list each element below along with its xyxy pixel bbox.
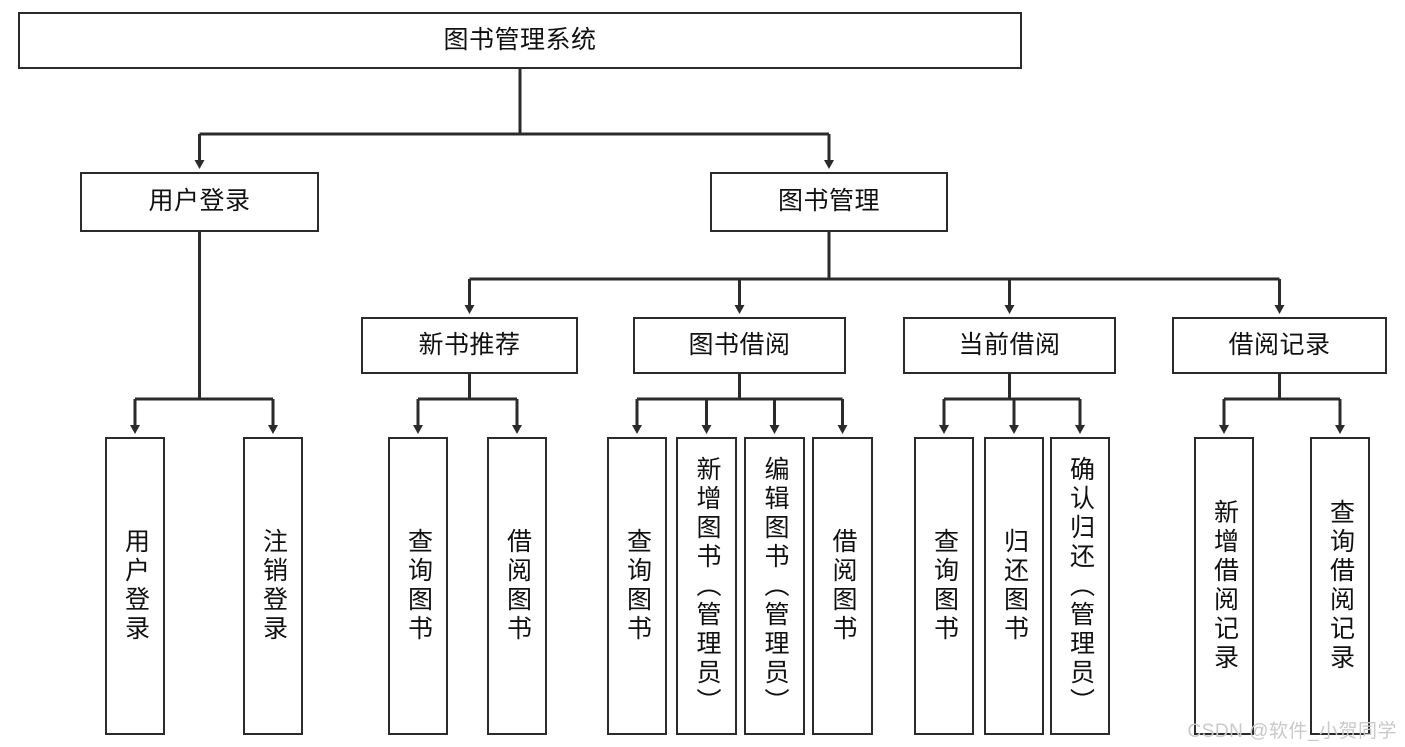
node-user-login[interactable]: 用户登录 — [80, 172, 319, 232]
node-borrow-record[interactable]: 借阅记录 — [1172, 317, 1387, 374]
node-leaf-7[interactable]: 编辑图书（管理员） — [744, 437, 805, 735]
node-label: 注销登录 — [259, 528, 288, 644]
node-label: 图书管理系统 — [443, 25, 597, 54]
node-label: 图书管理 — [777, 187, 880, 216]
node-label: 用户登录 — [148, 187, 251, 216]
node-label: 新增借阅记录 — [1210, 499, 1239, 673]
watermark: CSDN @软件_小贺同学 — [1187, 721, 1397, 742]
node-label: 新书推荐 — [418, 330, 521, 359]
node-leaf-12[interactable]: 新增借阅记录 — [1194, 437, 1254, 735]
node-label: 查询图书 — [930, 528, 959, 644]
node-leaf-5[interactable]: 查询图书 — [607, 437, 667, 735]
node-leaf-6[interactable]: 新增图书（管理员） — [676, 437, 737, 735]
node-leaf-11[interactable]: 确认归还（管理员） — [1050, 437, 1110, 735]
node-book-borrow[interactable]: 图书借阅 — [633, 317, 846, 374]
node-label: 确认归还（管理员） — [1066, 455, 1095, 717]
node-label: 新增图书（管理员） — [693, 455, 721, 717]
node-leaf-3[interactable]: 查询图书 — [388, 437, 448, 735]
node-current-borrow[interactable]: 当前借阅 — [903, 317, 1116, 374]
node-label: 借阅图书 — [503, 528, 532, 644]
node-book-manage[interactable]: 图书管理 — [710, 172, 948, 232]
node-label: 图书借阅 — [688, 330, 791, 359]
node-label: 归还图书 — [1000, 528, 1029, 644]
node-label: 用户登录 — [121, 528, 150, 644]
node-root[interactable]: 图书管理系统 — [18, 12, 1022, 69]
node-leaf-1[interactable]: 用户登录 — [105, 437, 165, 735]
node-label: 查询图书 — [623, 528, 652, 644]
node-leaf-8[interactable]: 借阅图书 — [812, 437, 873, 735]
node-label: 查询图书 — [404, 528, 433, 644]
node-leaf-9[interactable]: 查询图书 — [914, 437, 974, 735]
node-label: 查询借阅记录 — [1326, 499, 1355, 673]
node-new-book-rec[interactable]: 新书推荐 — [361, 317, 578, 374]
node-label: 编辑图书（管理员） — [761, 455, 789, 717]
node-leaf-10[interactable]: 归还图书 — [984, 437, 1044, 735]
node-label: 借阅图书 — [829, 528, 857, 644]
node-leaf-13[interactable]: 查询借阅记录 — [1310, 437, 1370, 735]
node-leaf-2[interactable]: 注销登录 — [243, 437, 303, 735]
node-label: 当前借阅 — [958, 330, 1061, 359]
node-label: 借阅记录 — [1228, 330, 1331, 359]
node-leaf-4[interactable]: 借阅图书 — [487, 437, 547, 735]
